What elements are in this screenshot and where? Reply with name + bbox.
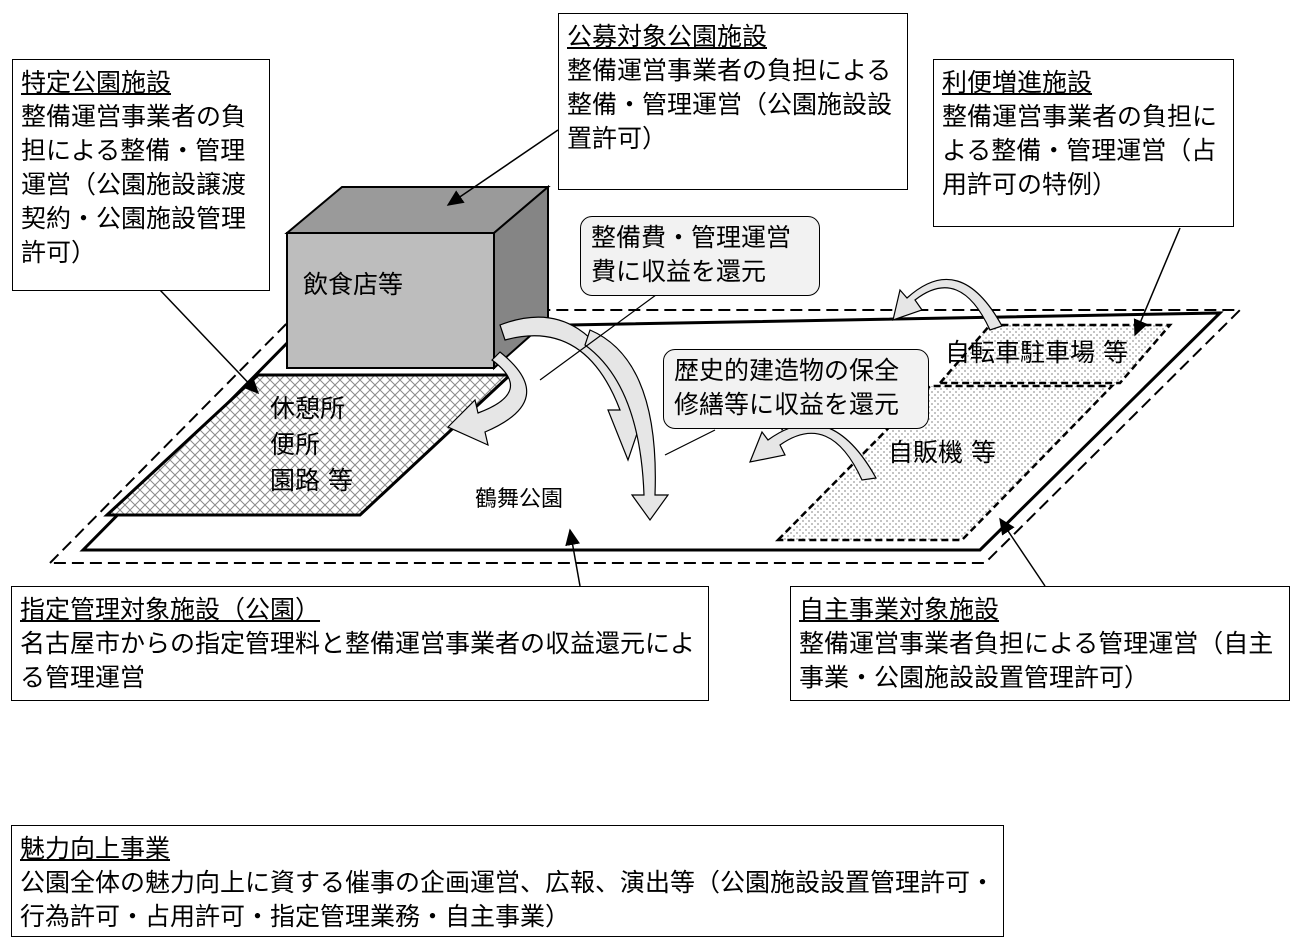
riben-title: 利便増進施設 — [942, 68, 1093, 97]
kobo-title: 公募対象公園施設 — [567, 22, 768, 51]
riben-box: 利便増進施設 整備運営事業者の負担による整備・管理運営（占用許可の特例） — [933, 59, 1234, 227]
shitei-title: 指定管理対象施設（公園） — [20, 595, 321, 624]
leader-kobo — [446, 129, 559, 206]
leader-jishu — [999, 517, 1046, 587]
rest-area-label-1: 休憩所 — [270, 394, 346, 423]
tokutei-box: 特定公園施設 整備運営事業者の負担による整備・管理運営（公園施設譲渡契約・公園施… — [12, 59, 270, 291]
jishu-box: 自主事業対象施設 整備運営事業者負担による管理運営（自主事業・公園施設設置管理許… — [790, 586, 1290, 701]
kobo-box: 公募対象公園施設 整備運営事業者の負担による整備・管理運営（公園施設設置許可） — [558, 13, 908, 190]
shitei-box: 指定管理対象施設（公園） 名古屋市からの指定管理料と整備運営事業者の収益還元によ… — [11, 586, 709, 701]
miryoku-box: 魅力向上事業 公園全体の魅力向上に資する催事の企画運営、広報、演出等（公園施設設… — [11, 825, 1004, 937]
leader-riben — [1133, 227, 1181, 337]
bicycle-parking-zone — [937, 323, 1173, 385]
rekishi-text: 歴史的建造物の保全修繕等に収益を還元 — [674, 356, 900, 419]
miryoku-body: 公園全体の魅力向上に資する催事の企画運営、広報、演出等（公園施設設置管理許可・行… — [20, 868, 996, 931]
kobo-body: 整備運営事業者の負担による整備・管理運営（公園施設設置許可） — [567, 56, 893, 153]
vending-label: 自販機 等 — [888, 438, 996, 467]
riben-body: 整備運営事業者の負担による整備・管理運営（占用許可の特例） — [942, 102, 1218, 199]
seibihi-callout: 整備費・管理運営費に収益を還元 — [580, 216, 820, 296]
park-boundary-dashed — [47, 309, 1243, 564]
tokutei-title: 特定公園施設 — [21, 68, 172, 97]
leader-tokutei — [159, 289, 260, 395]
park-name-label: 鶴舞公園 — [475, 487, 564, 512]
bicycle-parking-label: 自転車駐車場 等 — [945, 338, 1128, 367]
jishu-title: 自主事業対象施設 — [799, 595, 1000, 624]
miryoku-title: 魅力向上事業 — [20, 834, 171, 863]
restaurant-box-front — [286, 232, 495, 369]
rekishi-callout: 歴史的建造物の保全修繕等に収益を還元 — [663, 349, 929, 429]
jishu-body: 整備運営事業者負担による管理運営（自主事業・公園施設設置管理許可） — [799, 629, 1274, 692]
return-arrow-4 — [749, 423, 877, 481]
leader-callout-1 — [539, 291, 661, 381]
leader-shitei — [565, 528, 581, 587]
shitei-body: 名古屋市からの指定管理料と整備運営事業者の収益還元による管理運営 — [20, 629, 696, 692]
leader-callout-2 — [664, 429, 716, 456]
rest-area-label-2: 便所 — [270, 430, 321, 459]
vending-zone — [775, 384, 1115, 542]
return-arrow-3 — [584, 329, 670, 522]
restaurant-label: 飲食店等 — [303, 270, 404, 299]
seibihi-text: 整備費・管理運営費に収益を還元 — [591, 223, 792, 286]
return-arrow-5 — [892, 278, 1003, 331]
return-arrow-2 — [446, 351, 528, 447]
rest-area-label-3: 園路 等 — [270, 466, 353, 495]
tokutei-body: 整備運営事業者の負担による整備・管理運営（公園施設譲渡契約・公園施設管理許可） — [21, 102, 247, 267]
